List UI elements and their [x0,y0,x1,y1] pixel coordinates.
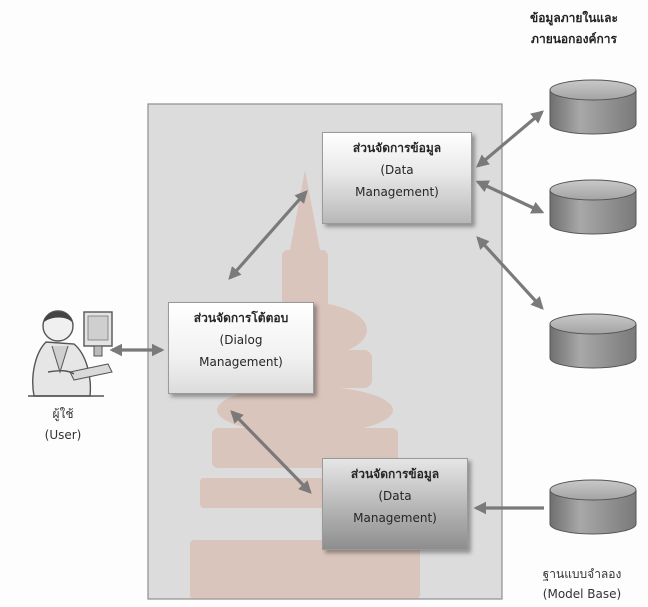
data-management-top-line2: (Data [380,163,414,177]
data-management-bottom-title: ส่วนจัดการข้อมูล [350,467,440,481]
model-base-label-thai: ฐานแบบจำลอง [542,567,622,581]
model-base-label-english: (Model Base) [542,587,622,601]
arrow-data-to-db3 [476,236,544,310]
data-management-top-line3: Management) [355,185,439,199]
dialog-management-title: ส่วนจัดการโต้ตอบ [193,311,289,325]
external-data-label-line2: ภายนอกองค์การ [531,32,617,46]
user-label: ผู้ใช้ (User) [18,404,108,446]
database-icon [549,313,637,369]
database-icon [549,179,637,235]
external-data-label: ข้อมูลภายในและ ภายนอกองค์การ [500,8,648,50]
user-at-computer-icon [28,310,113,397]
data-management-bottom-line3: Management) [353,511,437,525]
arrow-data-to-db2 [475,180,545,214]
dialog-management-box: ส่วนจัดการโต้ตอบ (Dialog Management) [168,302,314,394]
user-label-thai: ผู้ใช้ [52,407,74,421]
arrow-data-to-db1 [476,110,544,168]
arrow-dialog-to-data-top [228,190,308,280]
data-management-bottom-line2: (Data [378,489,412,503]
dialog-management-line2: (Dialog [219,333,263,347]
data-management-top-title: ส่วนจัดการข้อมูล [352,141,442,155]
external-data-label-line1: ข้อมูลภายในและ [530,11,618,25]
dialog-management-line3: Management) [199,355,283,369]
data-management-box-top: ส่วนจัดการข้อมูล (Data Management) [322,132,472,224]
data-management-box-bottom: ส่วนจัดการข้อมูล (Data Management) [322,458,468,550]
arrow-dialog-to-data-bottom [230,410,312,494]
database-icon [549,79,637,135]
user-label-english: (User) [44,428,82,442]
database-icon [549,479,637,535]
model-base-label: ฐานแบบจำลอง (Model Base) [516,564,648,604]
